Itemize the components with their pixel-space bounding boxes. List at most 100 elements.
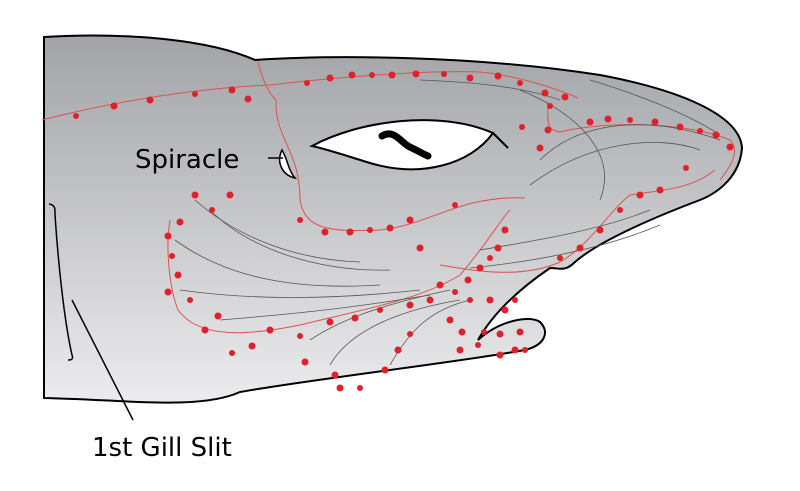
skin-grooves [174,79,721,366]
ampulla-pore [187,297,193,303]
skin-groove [539,124,721,161]
ampulla-pore [519,124,525,130]
ampulla-pore [676,123,684,131]
ampulla-pore [191,191,199,199]
ampulla-pore [381,366,389,374]
ampulla-pore [406,216,414,224]
ampulla-pore [651,118,659,126]
canal-line [439,169,716,273]
ampulla-pore [304,80,310,86]
ampulla-pore [146,96,154,104]
ampulla-pore [627,117,633,123]
ampulla-pore [712,131,720,139]
ampulla-pore [228,86,236,94]
ampulla-pore [536,144,544,152]
ampulla-pore [174,271,182,279]
ampulla-pore [192,91,198,97]
gill-slit-label: 1st Gill Slit [92,433,232,463]
ampulla-pore [617,207,623,213]
ampulla-pore [576,244,584,252]
ampulla-pore [464,276,472,284]
ampulla-pore [406,301,414,309]
ampulla-pore [452,289,458,295]
ampulla-pore [176,218,184,226]
skin-groove [519,89,605,201]
ampulla-pore [501,306,509,314]
ampulla-pore [209,207,215,213]
ampulla-pore [226,191,234,199]
ampulla-pore [369,72,375,78]
skin-groove [329,299,461,366]
ampulla-pore [726,143,734,151]
ampulla-pore [388,71,396,79]
ampulla-pore [436,281,444,289]
skin-groove [219,294,431,321]
ampulla-pore [481,329,487,335]
ampulla-pore [346,228,354,236]
eye-upper-lid-line [492,132,509,149]
ampulla-pore [297,333,303,339]
ampulla-pore [516,328,524,336]
ampulla-pore [441,71,447,77]
ampulla-pore [466,74,474,82]
ampulla-pore [297,217,303,223]
skin-groove [194,199,361,263]
skin-groove [309,289,451,341]
ampulla-pore [377,307,383,313]
ampulla-pore [476,264,484,272]
ampulla-pore [586,118,594,126]
ampulla-pore [522,347,528,353]
ampulla-pore [467,297,473,303]
shark-head-body [43,34,744,404]
ampulla-pore [336,384,344,392]
ampulla-pore [494,72,502,80]
gill-slit-leader-line [71,299,134,421]
ampulla-pore [426,296,434,304]
skin-groove [174,239,381,287]
ampullae-pores [73,70,734,392]
ampulla-pore [452,202,458,208]
ampulla-pore [214,312,222,320]
canal-line [257,61,526,232]
ampulla-pore [475,342,481,348]
ampulla-pore [169,253,175,259]
ampulla-pore [407,331,413,337]
ampulla-pore [164,232,172,240]
skin-groove [479,209,651,251]
ampulla-pore [326,74,334,82]
ampulla-pore [487,255,493,261]
ampulla-pore [683,165,689,171]
ampulla-pore [416,244,424,252]
ampulla-pore [501,226,509,234]
skin-groove [179,289,421,298]
ampulla-pore [544,126,552,134]
ampulla-pore [446,316,454,324]
ampulla-pore [321,228,329,236]
skin-groove [529,142,701,186]
ampulla-pore [164,288,172,296]
ampulla-pore [394,346,402,354]
ampulla-pore [456,346,464,354]
ampulla-pore [331,371,339,379]
gill-slit [48,203,74,361]
ampulla-pore [412,70,420,78]
ampulla-pore [494,244,502,252]
ampulla-pore [656,186,664,194]
spiracle-label: Spiracle [135,145,239,175]
ampulla-pore [348,71,356,79]
ampulla-pore [496,330,504,338]
ampulla-pore [561,93,569,101]
ampulla-pore [351,314,359,322]
ampulla-pore [248,342,256,350]
skin-groove [209,209,391,271]
ampulla-pore [244,95,252,103]
ampulla-pore [458,328,466,336]
ampulla-pore [636,191,644,199]
ampulla-pore [201,326,209,334]
ampulla-pore [386,224,394,232]
canal-line [167,209,511,334]
ampulla-pore [512,297,518,303]
ampulla-pore [301,358,309,366]
ampulla-pore [547,103,553,109]
